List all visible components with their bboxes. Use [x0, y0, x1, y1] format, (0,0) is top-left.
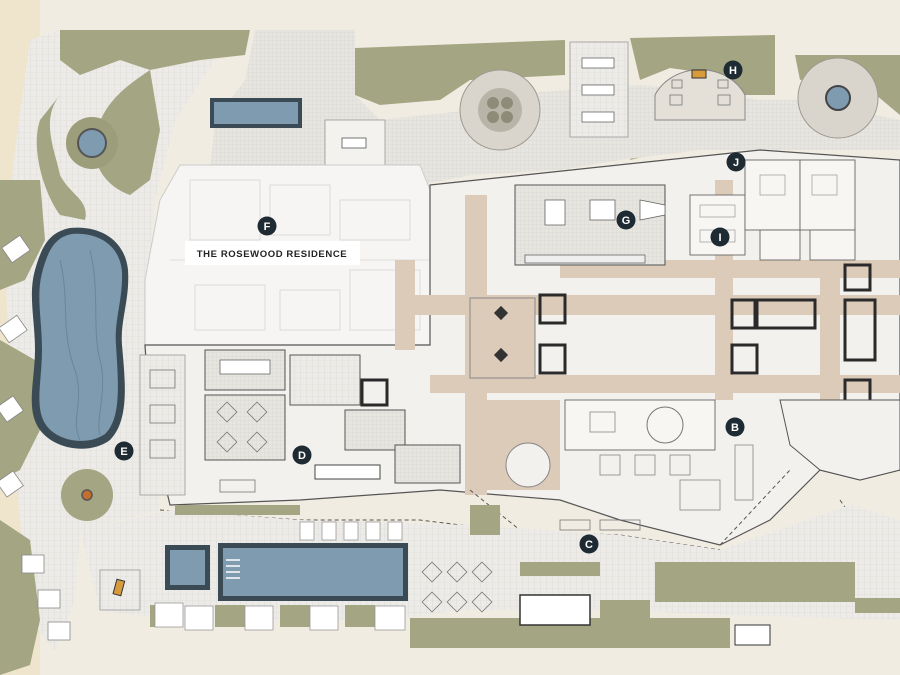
fireplace-icon [691, 69, 707, 79]
lobby-round-table [505, 442, 551, 488]
right-service-block [779, 399, 900, 481]
stair-block [734, 624, 771, 646]
marker-c[interactable]: C [579, 534, 599, 554]
svg-text:B: B [731, 422, 739, 434]
svg-text:H: H [729, 65, 737, 77]
svg-text:C: C [585, 539, 593, 551]
kitchen-islands [524, 199, 666, 264]
lawn-bed [0, 180, 45, 290]
dining-room [204, 394, 286, 461]
svg-text:J: J [733, 157, 739, 169]
marker-f[interactable]: F [257, 216, 277, 236]
lap-pool-water [223, 548, 403, 596]
bar-area [289, 354, 361, 406]
lower-loungers [154, 602, 406, 631]
structural-cores [360, 263, 877, 407]
svg-text:G: G [622, 215, 631, 227]
lounge-chairs [669, 79, 731, 106]
residence-label: THE ROSEWOOD RESIDENCE [197, 249, 347, 260]
atrium-seating [493, 305, 509, 363]
lawn-strip [355, 40, 565, 105]
fire-pit-icon [112, 578, 126, 597]
svg-text:F: F [264, 221, 271, 233]
marker-h[interactable]: H [723, 60, 743, 80]
lawn-bed [95, 70, 160, 195]
upper-pool-water [214, 102, 298, 124]
service-rooms [519, 594, 591, 626]
kitchen-g [514, 184, 666, 266]
dining-tables [581, 57, 615, 123]
marker-e[interactable]: E [114, 441, 134, 461]
marker-j[interactable]: J [726, 152, 746, 172]
outdoor-dining-left [139, 354, 186, 496]
svg-text:E: E [120, 446, 127, 458]
lounge-chairs [589, 411, 754, 511]
fire-pit-icon [81, 489, 93, 501]
roundabout-right-fountain [825, 85, 851, 111]
marker-d[interactable]: D [292, 445, 312, 465]
lawn-bed [60, 30, 250, 75]
location-markers: B C D E F G H I J [114, 60, 746, 554]
lower-lawns [150, 505, 900, 648]
left-seating [149, 369, 256, 493]
round-seating [646, 406, 684, 444]
lounge-b [564, 399, 716, 451]
marker-b[interactable]: B [725, 417, 745, 437]
spa-pool-water [170, 550, 205, 585]
lounge-room [394, 444, 461, 484]
pool-steps [226, 559, 240, 579]
cafe-tables [421, 519, 641, 613]
marker-g[interactable]: G [616, 210, 636, 230]
roundabout-left-center [478, 88, 522, 132]
planter-cluster-icon [487, 97, 513, 123]
lawn-bed [36, 95, 86, 220]
svg-text:D: D [298, 450, 306, 462]
lagoon-pool-water [39, 233, 123, 441]
table-sets [216, 401, 268, 453]
pool-deck-loungers [299, 521, 403, 541]
bar-counter [314, 464, 381, 480]
garden-fountain [77, 128, 107, 158]
lawn-strip [630, 35, 775, 95]
outdoor-dining-table [341, 137, 367, 149]
pavilion-h [654, 69, 746, 121]
lounge-room [344, 409, 406, 451]
lagoon-pool-lanes [59, 249, 104, 441]
svg-text:I: I [718, 232, 721, 244]
long-table [219, 359, 271, 375]
residence-label-plate [185, 241, 360, 265]
sun-loungers-left [0, 234, 71, 641]
marker-i[interactable]: I [710, 227, 730, 247]
